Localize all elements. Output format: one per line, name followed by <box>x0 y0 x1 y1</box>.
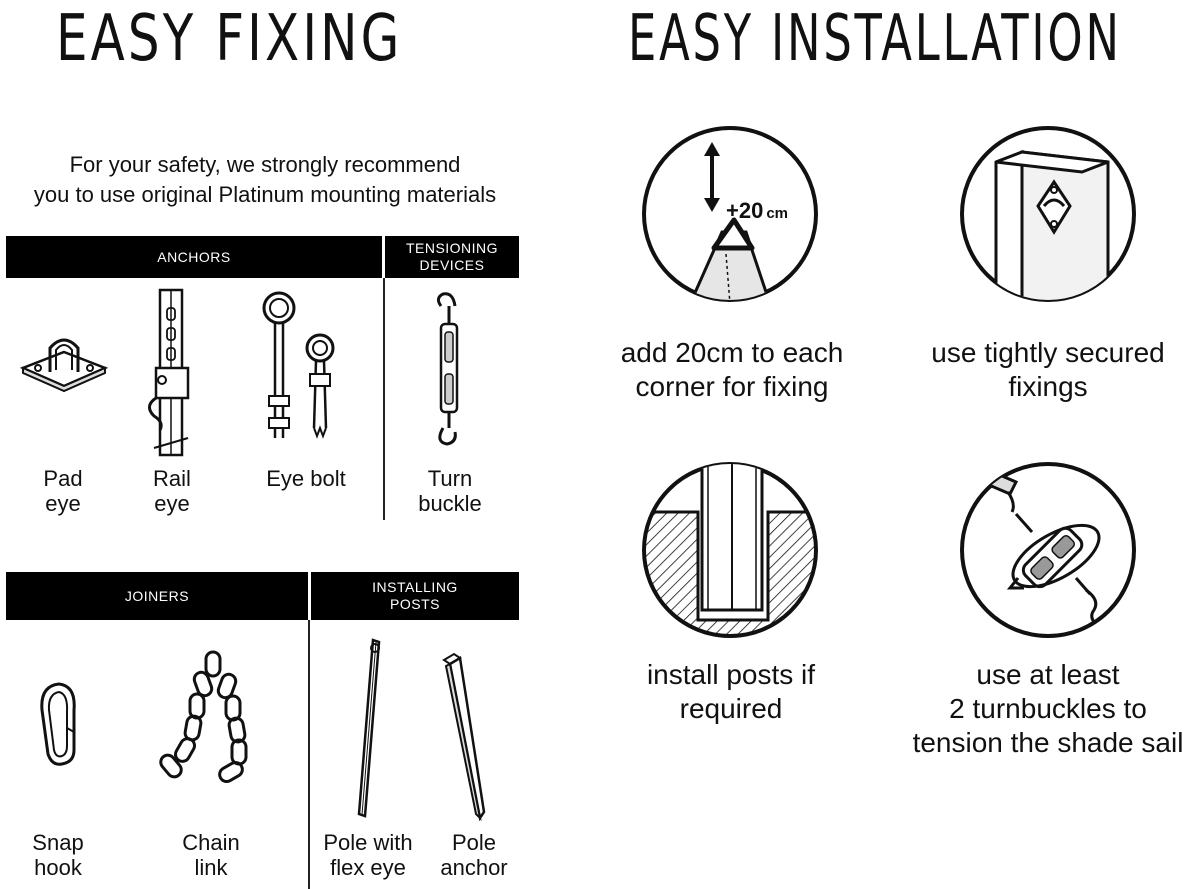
pole-anchor-caption-line1: Pole <box>451 830 497 855</box>
turn-buckle-caption: Turn buckle <box>410 466 490 516</box>
rail-eye-caption-line1: Rail <box>153 466 191 491</box>
pole-anchor-caption: Pole anchor <box>432 830 516 880</box>
easy-fixing-title: EASY FIXING <box>56 2 403 76</box>
snap-hook-icon <box>40 682 76 766</box>
rail-eye-caption-line2: eye <box>154 491 190 516</box>
turnbuckle-tension-line1: use at least <box>976 659 1120 690</box>
pole-flex-eye-item <box>345 636 385 820</box>
pad-eye-icon <box>19 338 109 393</box>
snap-hook-caption: Snap hook <box>22 830 94 880</box>
turn-buckle-caption-line2: buckle <box>418 491 482 516</box>
chain-link-caption-line2: link <box>194 855 228 880</box>
turn-buckle-caption-line1: Turn <box>427 466 473 491</box>
install-posts-line2: required <box>679 693 783 724</box>
rail-eye-icon <box>148 288 190 457</box>
pad-eye-caption: Pad eye <box>28 466 98 516</box>
installing-posts-header: INSTALLING POSTS <box>311 572 519 620</box>
pad-eye-caption-line2: eye <box>45 491 81 516</box>
secured-fixings-line1: use tightly secured <box>931 337 1165 368</box>
snap-hook-item <box>34 680 84 770</box>
corner-allowance-icon <box>642 126 818 302</box>
safety-note-line2: you to use original Platinum mounting ma… <box>33 182 497 207</box>
eye-bolt-item <box>255 288 355 448</box>
pole-flex-eye-caption-line1: Pole with <box>323 830 413 855</box>
install-posts-caption: install posts if required <box>616 658 846 726</box>
installing-label-line1: INSTALLING <box>372 579 458 595</box>
corner-fixing-caption: add 20cm to each corner for fixing <box>590 336 874 404</box>
install-posts-panel <box>640 460 820 640</box>
turnbuckle-rotation-icon <box>960 462 1136 638</box>
pad-eye-item <box>10 330 118 400</box>
secured-fixings-line2: fixings <box>1008 371 1088 402</box>
joiners-header: JOINERS <box>6 572 308 620</box>
turnbuckle-tension-line3: tension the shade sail <box>912 727 1184 758</box>
wall-fixing-icon <box>960 126 1136 302</box>
installing-label-line2: POSTS <box>390 596 440 612</box>
anchors-header-label: ANCHORS <box>157 248 231 265</box>
pole-flex-eye-caption: Pole with flex eye <box>316 830 420 880</box>
pole-flex-eye-icon <box>357 638 381 818</box>
height-allowance-unit: cm <box>766 205 789 222</box>
pad-eye-caption-line1: Pad <box>43 466 83 491</box>
chain-link-caption: Chain link <box>170 830 252 880</box>
pole-anchor-item <box>440 652 490 822</box>
rail-eye-caption: Rail eye <box>140 466 204 516</box>
pole-anchor-icon <box>442 652 486 822</box>
anchors-divider <box>383 278 385 520</box>
post-in-ground-icon <box>642 462 818 638</box>
corner-fixing-line1: add 20cm to each <box>620 337 844 368</box>
easy-installation-title: EASY INSTALLATION <box>628 2 1122 76</box>
chain-link-caption-line1: Chain <box>182 830 240 855</box>
pole-anchor-caption-line2: anchor <box>440 855 508 880</box>
turnbuckle-icon <box>436 292 459 446</box>
install-posts-line1: install posts if <box>646 659 816 690</box>
tensioning-label-line2: DEVICES <box>419 257 485 273</box>
eye-bolt-caption-line1: Eye bolt <box>266 466 346 491</box>
turnbuckle-tension-panel <box>958 460 1138 640</box>
snap-hook-caption-line1: Snap <box>32 830 84 855</box>
corner-fixing-line2: corner for fixing <box>635 371 829 402</box>
joiners-header-label: JOINERS <box>124 587 190 604</box>
rail-eye-item <box>140 288 200 458</box>
safety-note: For your safety, we strongly recommend y… <box>0 150 530 210</box>
safety-note-line1: For your safety, we strongly recommend <box>69 152 461 177</box>
eye-bolt-icon <box>262 291 335 439</box>
turnbuckle-tension-line2: 2 turnbuckles to <box>949 693 1147 724</box>
secured-fixings-panel <box>958 124 1138 304</box>
turn-buckle-item <box>425 288 475 448</box>
snap-hook-caption-line2: hook <box>34 855 82 880</box>
height-allowance-value: +20 <box>726 198 764 223</box>
tensioning-label-line1: TENSIONING <box>405 240 499 256</box>
anchors-header: ANCHORS <box>6 236 382 278</box>
chain-icon <box>159 650 248 783</box>
tensioning-devices-header: TENSIONING DEVICES <box>385 236 519 278</box>
pole-flex-eye-caption-line2: flex eye <box>330 855 406 880</box>
turnbuckle-tension-caption: use at least 2 turnbuckles to tension th… <box>898 658 1198 760</box>
eye-bolt-caption: Eye bolt <box>258 466 354 491</box>
joiners-divider <box>308 620 310 889</box>
secured-fixings-caption: use tightly secured fixings <box>912 336 1184 404</box>
chain-link-item <box>159 650 260 790</box>
